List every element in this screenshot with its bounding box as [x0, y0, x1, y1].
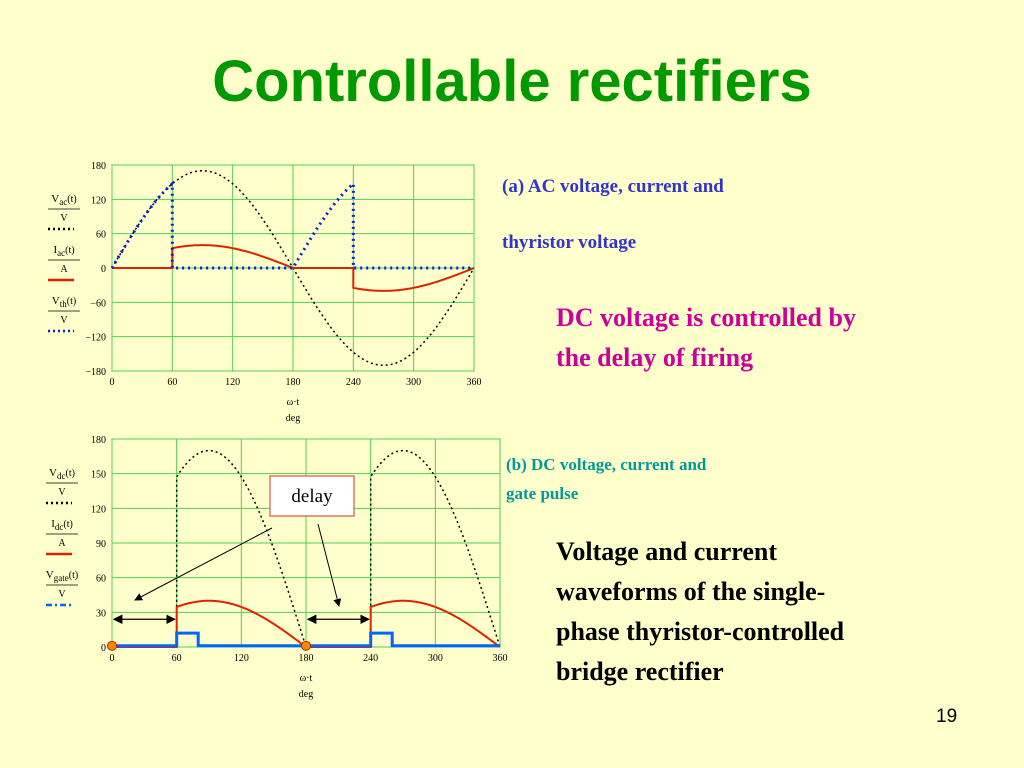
delay-box [269, 475, 355, 517]
y-tick-label: −180 [85, 367, 106, 378]
legend-unit: V [58, 589, 66, 600]
y-tick-label: 0 [101, 264, 106, 275]
y-tick-label: 90 [96, 539, 106, 550]
x-tick-label: 180 [299, 653, 314, 664]
chart-ac-waveforms: 0 60 120 180 240 300 360 180 120 60 0 −60 −120 −180 ω·… [48, 161, 482, 424]
x-tick-label: 180 [286, 377, 301, 388]
note-desc-line: waveforms of the single- [556, 577, 826, 606]
x-tick-label: 0 [110, 377, 115, 388]
caption-a-line1: (a) AC voltage, current and [502, 176, 724, 197]
x-tick-label: 300 [406, 377, 421, 388]
x-tick-label: 300 [428, 653, 443, 664]
delay-label: delay [291, 486, 333, 507]
series-vgate [112, 631, 500, 648]
legend-label: Iac(t) [53, 244, 74, 258]
caption-b-line1: (b) DC voltage, current and [506, 455, 707, 474]
x-tick-label: 0 [110, 653, 115, 664]
note-desc-line: bridge rectifier [556, 657, 724, 686]
slide-title: Controllable rectifiers [212, 49, 812, 114]
legend-label: Vth(t) [52, 295, 76, 309]
x-tick-label: 360 [467, 377, 482, 388]
legend-unit: A [60, 264, 68, 275]
x-axis-unit: deg [286, 413, 300, 424]
y-tick-label: 180 [91, 435, 106, 446]
legend-arg: (t) [67, 296, 76, 307]
y-tick-label: 0 [101, 643, 106, 654]
series-iac [112, 244, 475, 292]
note-dc-line: DC voltage is controlled by [556, 303, 856, 332]
caption-a-line2: thyristor voltage [502, 232, 637, 253]
caption-b-line2: gate pulse [506, 484, 579, 503]
x-tick-label: 60 [167, 377, 177, 388]
legend-arg: (t) [69, 570, 78, 581]
y-tick-label: 60 [96, 230, 106, 241]
x-axis-label: ω·t [300, 673, 313, 684]
note-dc-line: the delay of firing [556, 343, 754, 372]
legend-subscript: dc [57, 471, 66, 481]
y-tick-label: 150 [91, 470, 106, 481]
note-description: Voltage and current waveforms of the sin… [556, 532, 844, 692]
legend-subscript: ac [57, 248, 65, 258]
y-tick-label: −120 [85, 333, 106, 344]
legend-label: Vdc(t) [49, 467, 75, 481]
legend-arg: (t) [65, 245, 74, 256]
delay-pointer-right [317, 523, 342, 607]
x-tick-label: 360 [493, 653, 508, 664]
y-tick-label: 180 [91, 161, 106, 172]
x-axis-label: ω·t [287, 397, 300, 408]
legend-label: Idc(t) [51, 518, 73, 532]
legend-label: Vac(t) [51, 193, 76, 207]
y-tick-label: −60 [90, 298, 106, 309]
y-tick-label: 120 [91, 195, 106, 206]
firing-start-marker [301, 640, 311, 651]
legend-subscript: ac [59, 197, 67, 207]
firing-start-marker [107, 640, 117, 651]
y-tick-label: 120 [91, 504, 106, 515]
delay-pointer-left [134, 527, 273, 601]
legend-arg: (t) [63, 519, 72, 530]
note-dc-control: DC voltage is controlled by the delay of… [556, 298, 856, 378]
x-axis-unit: deg [299, 689, 313, 700]
x-tick-label: 120 [225, 377, 240, 388]
note-desc-line: phase thyristor-controlled [556, 617, 845, 646]
legend-unit: V [60, 213, 68, 224]
y-tick-label: 30 [96, 608, 106, 619]
legend-subscript: gate [54, 573, 69, 583]
legend-subscript: dc [55, 522, 64, 532]
x-tick-label: 240 [346, 377, 361, 388]
legend-subscript: th [60, 299, 68, 309]
slide-number: 19 [936, 706, 958, 727]
y-tick-label: 60 [96, 574, 106, 585]
note-desc-line: Voltage and current [556, 537, 777, 566]
legend-label: Vgate(t) [46, 569, 78, 583]
legend-arg: (t) [67, 194, 76, 205]
legend-unit: A [58, 538, 66, 549]
x-tick-label: 60 [172, 653, 182, 664]
x-tick-label: 120 [234, 653, 249, 664]
legend-unit: V [58, 487, 66, 498]
x-tick-label: 240 [363, 653, 378, 664]
legend-arg: (t) [66, 468, 75, 479]
legend-unit: V [60, 315, 68, 326]
series-vdc [112, 449, 501, 648]
